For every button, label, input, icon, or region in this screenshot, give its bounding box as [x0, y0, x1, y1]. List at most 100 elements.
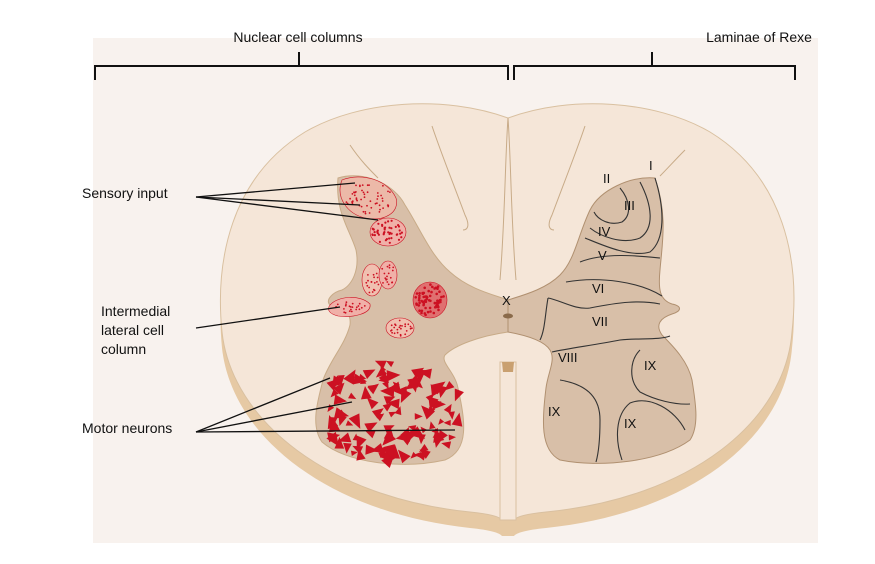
motor-neuron	[353, 373, 367, 385]
sensory-line-1	[195, 182, 356, 198]
neuron-dot	[382, 282, 384, 284]
motor-neuron	[348, 392, 357, 400]
motor-neuron	[374, 360, 387, 370]
motor-neuron	[386, 381, 401, 393]
neuron-dot	[418, 296, 421, 300]
neuron-dot	[442, 295, 445, 298]
motor-neuron	[366, 397, 379, 410]
motor-neuron	[430, 381, 446, 395]
neuron-dot	[380, 194, 382, 197]
neuron-dot	[438, 298, 442, 302]
neuron-dot	[344, 311, 347, 314]
label-intermedial-3: column	[101, 341, 146, 357]
neuron-dot	[427, 289, 431, 293]
neuron-dot	[343, 308, 345, 310]
neuron-dot	[376, 198, 379, 200]
neuron-dot	[368, 212, 371, 214]
neuron-dot	[388, 226, 391, 229]
neuron-dot	[373, 282, 376, 284]
neuron-dot	[422, 303, 425, 307]
neuron-dot	[362, 191, 365, 194]
motor-neuron	[429, 421, 436, 430]
neuron-dot	[424, 306, 427, 310]
neuron-dot	[382, 207, 384, 210]
neuron-dot	[362, 210, 365, 213]
motor-neuron	[382, 380, 389, 390]
neuron-dot	[391, 331, 393, 334]
motor-neuron	[417, 449, 427, 461]
neuron-dot	[431, 285, 434, 289]
neuron-dot	[394, 323, 396, 326]
neuron-dot	[399, 333, 402, 336]
neuron-dot	[438, 290, 441, 294]
neuron-dot	[355, 191, 357, 193]
neuron-dot	[374, 202, 377, 205]
neuron-dot	[396, 233, 399, 236]
neuron-dot	[436, 305, 440, 308]
neuron-dot	[364, 211, 367, 213]
motor-neuron	[330, 388, 339, 398]
neuron-dot	[363, 196, 366, 199]
neuron-dot	[389, 191, 391, 194]
neuron-dot	[390, 330, 392, 332]
neuron-dot	[417, 298, 421, 302]
neuron-dot	[393, 332, 396, 335]
lamina-II: II	[603, 171, 610, 186]
motor-neuron	[332, 382, 345, 395]
neuron-dot	[378, 204, 381, 207]
motor-neuron	[348, 413, 361, 429]
neuron-dot	[350, 308, 352, 311]
motor-neuron	[386, 398, 400, 410]
neuron-dot	[388, 264, 391, 267]
neuron-dot	[358, 308, 361, 311]
neuron-dot	[418, 292, 421, 295]
neuron-dot	[351, 306, 354, 308]
motor-neuron	[394, 406, 402, 416]
motor-neuron	[400, 388, 412, 404]
motor-neuron	[333, 394, 348, 405]
neuron-dot	[424, 299, 427, 302]
neuron-dot	[372, 273, 375, 276]
neuron-dot	[390, 237, 393, 240]
neuron-dot	[396, 328, 399, 331]
neuron-dot	[429, 283, 432, 286]
neuron-dot	[349, 197, 351, 200]
motor-neuron	[373, 413, 384, 421]
neuron-dot	[390, 324, 393, 327]
neuron-dot	[439, 300, 442, 304]
motor-neuron	[433, 428, 445, 443]
neuron-dot	[365, 281, 368, 284]
neuron-dot	[358, 302, 361, 305]
motor-neuron	[397, 449, 411, 464]
motor-neuron	[418, 368, 432, 379]
lamina-IX-upper: IX	[644, 358, 657, 373]
neuron-dot	[404, 333, 407, 336]
neuron-dot	[433, 287, 436, 290]
motor-neuron	[350, 450, 358, 456]
neuron-dot	[376, 202, 378, 205]
neuron-dot	[367, 274, 369, 276]
neuron-dot	[360, 205, 363, 208]
neuron-dot	[344, 304, 347, 307]
ventral-median-fissure	[499, 361, 517, 521]
motor-neuron	[360, 385, 372, 400]
label-sensory-input: Sensory input	[82, 185, 168, 201]
motor-neuron	[343, 442, 352, 454]
neuron-dot	[409, 325, 412, 328]
neuron-dot	[398, 319, 401, 322]
motor-neuron	[367, 383, 379, 395]
neuron-dot	[435, 301, 439, 305]
neuron-dot	[429, 310, 432, 313]
neuron-dot	[373, 231, 376, 234]
neuron-dot	[355, 308, 358, 311]
neuron-dot	[366, 204, 368, 207]
lamina-X: X	[502, 293, 511, 308]
neuron-dot	[363, 193, 366, 196]
intermedial-neuron-dots	[335, 283, 445, 337]
neuron-dot	[360, 198, 362, 201]
neuron-dot	[378, 240, 381, 243]
motor-neuron	[378, 374, 389, 384]
dorsal-column-lines	[349, 117, 686, 281]
neuron-dot	[386, 265, 389, 268]
